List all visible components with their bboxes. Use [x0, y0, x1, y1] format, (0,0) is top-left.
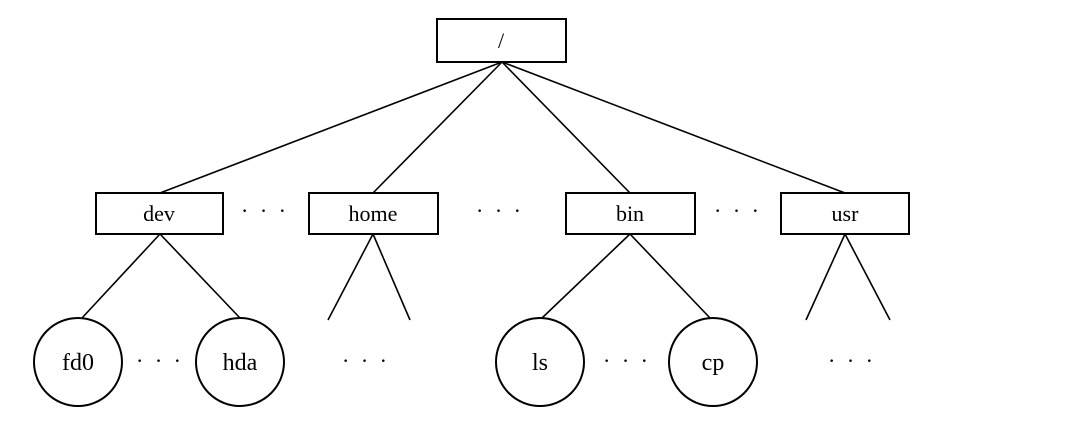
ellipsis-ls-cp: · · · [603, 348, 651, 373]
edge-home-left [327, 233, 374, 321]
ellipsis-usr-children: · · · [828, 348, 876, 373]
edge-home-right [372, 233, 411, 321]
dir-label-home: home [349, 201, 398, 226]
dir-label-bin: bin [616, 201, 644, 226]
ellipsis-bin-usr: · · · [714, 198, 762, 223]
edge-root-dev [159, 61, 503, 194]
ellipsis-home-bin: · · · [476, 198, 524, 223]
edge-dev-fd0 [81, 233, 161, 319]
dir-node-bin: bin [565, 192, 696, 235]
root-edges [159, 61, 846, 194]
edge-usr-right [844, 233, 891, 321]
dir-node-usr: usr [780, 192, 910, 235]
file-node-cp: cp [668, 317, 758, 407]
edge-usr-left [805, 233, 846, 321]
ellipsis-fd0-hda: · · · [136, 348, 184, 373]
file-node-hda: hda [195, 317, 285, 407]
ellipsis-dev-home: · · · [241, 198, 289, 223]
file-label-hda: hda [223, 350, 258, 376]
root-node: / [436, 18, 567, 63]
dir-label-usr: usr [832, 201, 860, 226]
edge-bin-ls [541, 233, 631, 319]
edge-bin-cp [629, 233, 711, 319]
file-label-fd0: fd0 [62, 350, 94, 376]
edge-root-usr [501, 61, 846, 194]
root-label: / [498, 28, 505, 53]
child-edges [81, 233, 891, 321]
ellipsis-home-children: · · · [342, 348, 390, 373]
file-node-fd0: fd0 [33, 317, 123, 407]
edge-root-bin [501, 61, 631, 194]
edge-root-home [372, 61, 503, 194]
dir-label-dev: dev [143, 201, 175, 226]
file-label-cp: cp [702, 350, 725, 376]
edge-dev-hda [159, 233, 241, 319]
file-label-ls: ls [532, 350, 548, 376]
file-node-ls: ls [495, 317, 585, 407]
dir-node-dev: dev [95, 192, 224, 235]
dir-node-home: home [308, 192, 439, 235]
